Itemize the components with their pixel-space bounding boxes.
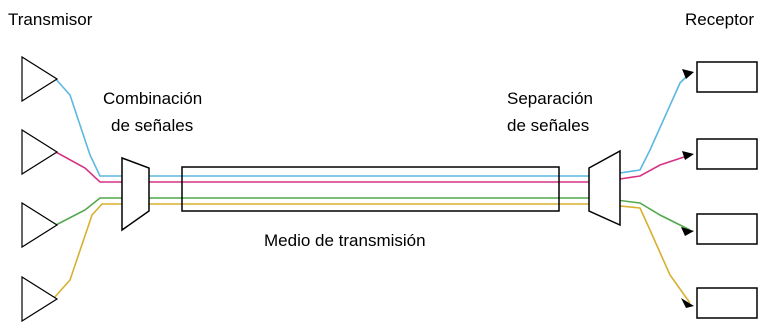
transmitters: [21, 55, 59, 323]
transmission-medium: [181, 166, 560, 212]
transmitter-label: Transmisor: [8, 10, 93, 29]
demultiplexer: [588, 149, 621, 227]
receiver-3: [696, 213, 758, 245]
separation-label-line2: de señales: [507, 116, 589, 135]
transmitter-1: [21, 55, 59, 103]
separation-label-line1: Separación: [507, 89, 593, 108]
receiver-2: [696, 138, 758, 170]
transmitter-2: [21, 128, 59, 176]
multiplexer: [121, 156, 150, 232]
arrowhead-3: [681, 227, 694, 236]
receiver-4: [696, 287, 758, 319]
combination-label-line2: de señales: [111, 116, 193, 135]
receivers: [696, 61, 758, 319]
arrowheads: [681, 69, 694, 308]
arrowhead-4: [681, 298, 694, 308]
combination-label-line1: Combinación: [103, 89, 202, 108]
transmitter-3: [21, 201, 59, 249]
arrowhead-2: [682, 151, 694, 160]
receiver-1: [696, 61, 758, 93]
arrowhead-1: [682, 69, 694, 79]
receiver-label: Receptor: [685, 10, 754, 29]
transmitter-4: [21, 275, 59, 323]
medium-label: Medio de transmisión: [264, 231, 426, 250]
signal-path-4: [53, 203, 691, 304]
